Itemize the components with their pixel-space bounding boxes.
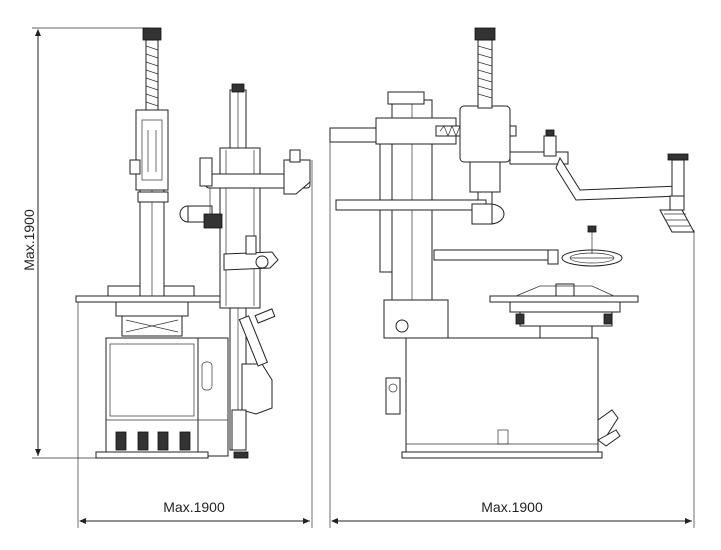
side-mount-column	[129, 27, 169, 297]
side-base-cabinet	[95, 337, 229, 459]
side-view	[75, 27, 311, 459]
side-bead-press	[223, 235, 279, 271]
side-width-dimension: Max.1900	[77, 160, 313, 528]
front-mount-head	[459, 27, 511, 205]
front-width-dimension: Max.1900	[329, 135, 695, 528]
front-view	[329, 27, 695, 459]
front-helper-arm	[509, 129, 695, 233]
front-turntable	[489, 283, 639, 339]
side-bead-breaker	[231, 308, 276, 459]
front-base-cabinet	[385, 337, 621, 459]
side-helper-arm	[179, 149, 311, 229]
side-width-dimension-label: Max.1900	[163, 499, 225, 515]
front-width-dimension-label: Max.1900	[481, 499, 543, 515]
front-handwheel	[561, 225, 623, 267]
front-lower-arms	[335, 199, 559, 265]
side-spring	[142, 27, 162, 111]
height-dimension-label: Max.1900	[21, 209, 37, 271]
